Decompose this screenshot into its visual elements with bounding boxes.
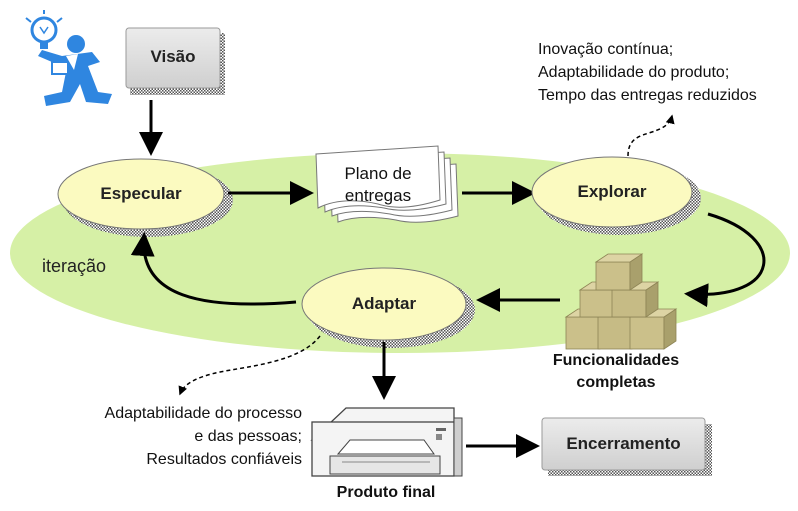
closure-box [541,417,706,471]
speculate-node [57,158,225,230]
explore-label: Explorar [577,182,647,201]
adapt-benefit-2: e das pessoas; [194,428,302,445]
explore-benefits-note: Inovação contínua; Adaptabilidade do pro… [538,38,757,107]
plan-label-line2: entregas [344,186,412,205]
printer-icon [310,407,463,477]
plan-label-line1: Plano de [344,164,412,183]
vision-label: Visão [150,47,196,66]
speculate-label: Especular [100,184,182,203]
arrow-explore-to-features [684,212,766,308]
explore-node [531,156,693,228]
adapt-benefit-3: Resultados confiáveis [146,451,302,468]
person-lightbulb-icon [25,10,112,106]
closure-label: Encerramento [566,434,681,453]
explore-benefit-3: Tempo das entregas reduzidos [538,87,757,104]
iteration-label: iteração [42,256,107,276]
adapt-benefits-note: Adaptabilidade do processo e das pessoas… [52,402,302,471]
arrow-adapt-to-speculate [130,232,297,306]
cubes-icon [564,253,678,350]
features-label-line1: Funcionalidades [552,352,680,369]
adapt-label: Adaptar [351,294,417,313]
final-product-label: Produto final [336,484,436,501]
dashed-arrow-explore-notes [627,114,675,157]
explore-benefit-1: Inovação contínua; [538,41,674,58]
features-label-line2: completas [576,374,656,391]
adapt-benefit-1: Adaptabilidade do processo [104,405,302,422]
vision-box [125,27,221,89]
explore-benefit-2: Adaptabilidade do produto; [538,64,730,81]
adapt-node [301,267,467,341]
plan-document-icon [315,145,459,223]
dashed-arrow-adapt-notes [178,335,321,396]
